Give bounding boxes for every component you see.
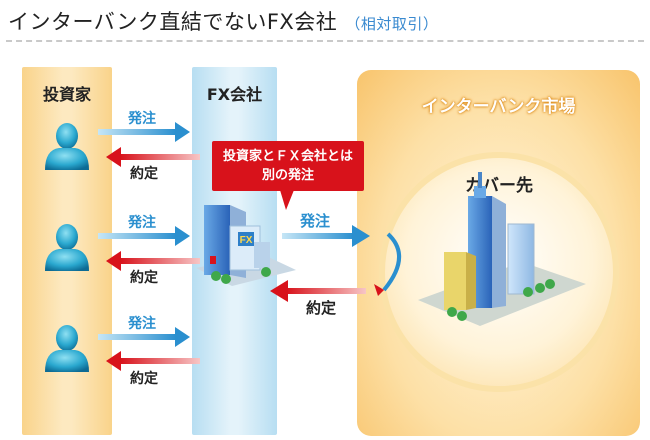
fill-arrow xyxy=(106,351,200,371)
interbank-market-label: インターバンク市場 xyxy=(421,97,576,117)
order-label: 発注 xyxy=(128,111,156,127)
office-building-icon: FX xyxy=(196,205,296,286)
order-label: 発注 xyxy=(300,212,331,230)
fill-label: 約定 xyxy=(130,270,158,286)
fill-label: 約定 xyxy=(130,166,158,182)
order-arrow xyxy=(98,122,190,142)
callout-note: 投資家とＦＸ会社とは 別の発注 xyxy=(212,141,364,191)
fill-label: 約定 xyxy=(130,371,158,387)
callout-tail xyxy=(280,190,294,210)
investor-column-label: 投資家 xyxy=(42,85,91,104)
order-label: 発注 xyxy=(128,316,156,332)
fill-arrow xyxy=(106,147,200,167)
order-label: 発注 xyxy=(128,215,156,231)
skyscraper-cluster-icon xyxy=(418,172,586,326)
person-icon xyxy=(45,123,89,170)
fill-arrow xyxy=(106,251,200,271)
callout-line-2: 別の発注 xyxy=(261,168,314,183)
title-subtitle: （相対取引） xyxy=(345,15,439,33)
curved-return-arrow-icon xyxy=(374,232,402,296)
order-arrow xyxy=(98,226,190,246)
fx-company-column-label: FX会社 xyxy=(206,85,263,104)
person-icon xyxy=(45,224,89,271)
header-divider xyxy=(6,40,644,42)
fill-label: 約定 xyxy=(306,299,337,317)
title-text: インターバンク直結でないFX会社 xyxy=(8,10,338,34)
order-arrow xyxy=(98,327,190,347)
page-title: インターバンク直結でないFX会社 （相対取引） xyxy=(8,6,438,36)
order-arrow xyxy=(282,225,370,247)
person-icon xyxy=(45,325,89,372)
building-sign: FX xyxy=(240,235,253,246)
callout-line-1: 投資家とＦＸ会社とは xyxy=(222,149,353,164)
fill-arrow xyxy=(270,280,366,302)
